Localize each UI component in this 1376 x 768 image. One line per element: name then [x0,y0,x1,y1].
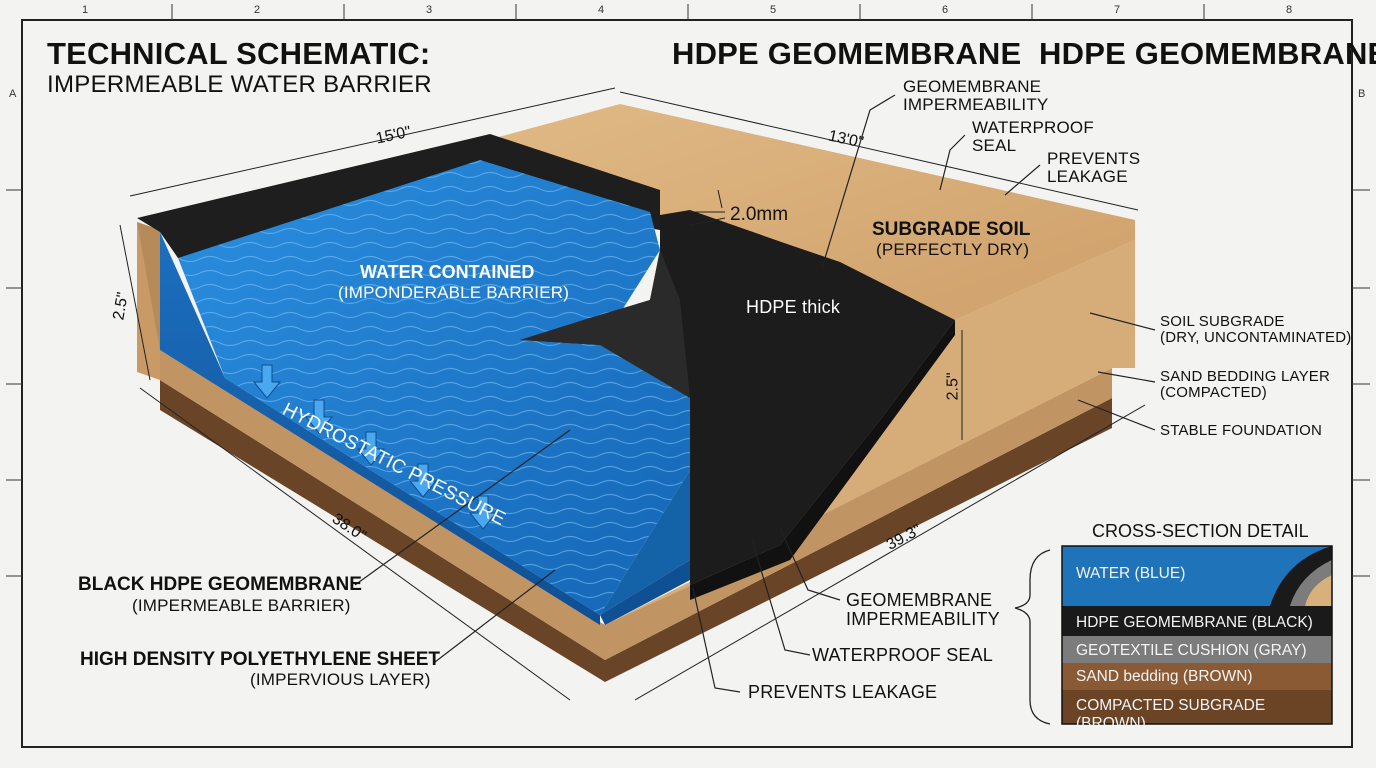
grid-row-b: B [1358,88,1366,100]
water-label: WATER CONTAINED [360,262,535,282]
cross-section-water: WATER (BLUE) [1076,565,1186,582]
grid-col-6: 6 [942,4,949,16]
page-subtitle: IMPERMEABLE WATER BARRIER [47,71,432,98]
dim-right-height: 2.5" [944,372,962,401]
grid-col-8: 8 [1286,4,1293,16]
header-right-title: HDPE GEOMEMBRANE HDPE GEOMEMBRANE [672,36,1376,71]
dimension-lines [119,87,1146,701]
grid-col-2: 2 [254,4,261,16]
page-title: TECHNICAL SCHEMATIC: [47,36,431,71]
grid-col-1: 1 [82,4,89,16]
callout-top-impermeability: GEOMEMBRANE IMPERMEABILITY [903,77,1049,114]
callout-top-seal: WATERPROOF SEAL [972,118,1094,155]
cross-section-title: CROSS-SECTION DETAIL [1092,521,1309,541]
membrane-sheet [520,210,955,585]
water-sublabel: (IMPONDERABLE BARRIER) [338,283,570,302]
callout-top-leakage: PREVENTS LEAKAGE [1047,149,1141,186]
grid-col-3: 3 [426,4,433,16]
callout-hd-sheet: HIGH DENSITY POLYETHYLENE SHEET [80,649,441,670]
grid-col-4: 4 [598,4,605,16]
callout-bottom-impermeability: GEOMEMBRANE IMPERMEABILITY [846,590,1000,629]
subgrade-soil-sublabel: (PERFECTLY DRY) [876,240,1030,259]
callout-hd-sheet-sub: (IMPERVIOUS LAYER) [250,670,431,689]
cross-section-hdpe: HDPE GEOMEMBRANE (BLACK) [1076,614,1313,631]
hdpe-thick-label: HDPE thick [746,297,841,317]
callout-soil-subgrade: SOIL SUBGRADE (DRY, UNCONTAMINATED) [1160,313,1352,346]
callout-bottom-leakage: PREVENTS LEAKAGE [748,682,938,702]
cross-section-sand: SAND bedding (BROWN) [1076,668,1253,685]
grid-row-a: A [9,88,17,100]
pressure-arrows [252,364,498,530]
grid-col-5: 5 [770,4,777,16]
grid-col-7: 7 [1114,4,1121,16]
cross-section-subgrade: COMPACTED SUBGRADE (BROWN) [1076,697,1266,732]
subgrade-soil-label: SUBGRADE SOIL [872,219,1031,240]
callout-sand-bedding: SAND BEDDING LAYER (COMPACTED) [1160,368,1331,401]
leader-lines [354,94,1156,693]
callout-stable-foundation: STABLE FOUNDATION [1160,422,1323,439]
dim-thickness: 2.0mm [730,204,789,225]
subgrade-soil-surface [495,104,1135,320]
cross-section-geotextile: GEOTEXTILE CUSHION (GRAY) [1076,642,1307,659]
cross-section-detail [1014,545,1333,725]
callout-black-hdpe-sub: (IMPERMEABLE BARRIER) [132,596,351,615]
sheet-grid-ticks [6,4,1370,577]
callout-bottom-seal: WATERPROOF SEAL [812,645,994,665]
callout-black-hdpe: BLACK HDPE GEOMEMBRANE [78,574,362,595]
